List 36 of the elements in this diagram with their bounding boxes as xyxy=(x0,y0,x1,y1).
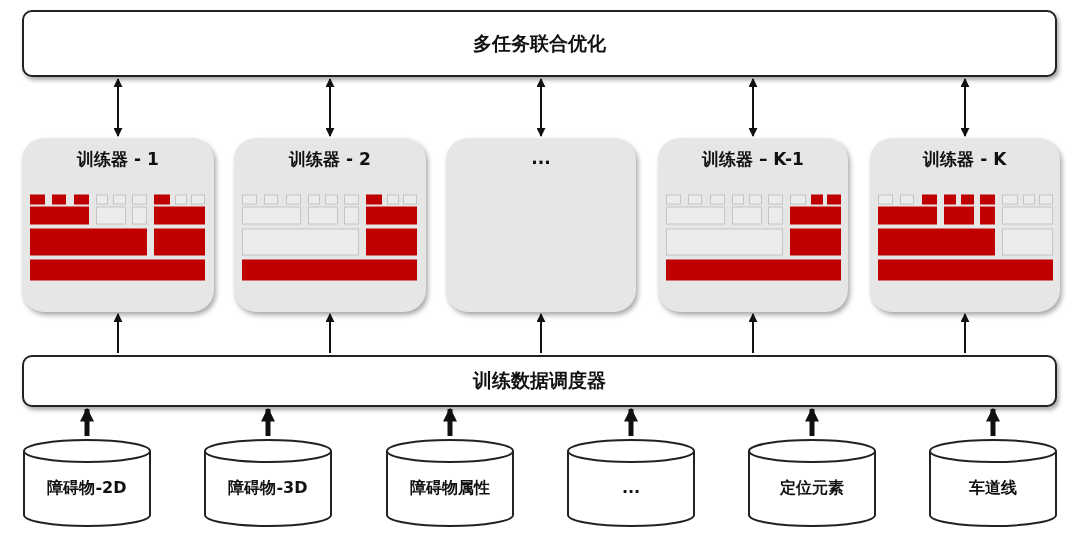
label: 训练器 - K xyxy=(921,148,1008,171)
arrow xyxy=(325,78,335,137)
label: 训练器 - 1 xyxy=(75,148,160,171)
label: 障碍物-2D xyxy=(46,478,128,499)
arrow xyxy=(748,78,758,137)
arrow xyxy=(960,78,970,137)
label: 定位元素 xyxy=(779,478,845,499)
label: 障碍物属性 xyxy=(409,478,491,499)
trainer-card xyxy=(234,138,426,312)
trainer-card xyxy=(658,138,848,312)
arrow xyxy=(113,78,123,137)
label: ... xyxy=(530,148,552,168)
arrow xyxy=(986,407,1000,436)
label: 车道线 xyxy=(968,478,1018,499)
arrow xyxy=(536,313,546,354)
heading: 训练数据调度器 xyxy=(473,368,606,393)
arrow xyxy=(536,78,546,137)
label: 训练器 - 2 xyxy=(287,148,372,171)
process-bar xyxy=(22,10,1057,77)
heading: 多任务联合优化 xyxy=(473,30,606,56)
arrow xyxy=(960,313,970,354)
arrow xyxy=(443,407,457,436)
arrow xyxy=(113,313,123,354)
label: ... xyxy=(620,478,642,497)
arrow xyxy=(261,407,275,436)
arrow xyxy=(805,407,819,436)
trainer-card xyxy=(22,138,214,312)
trainer-card xyxy=(870,138,1060,312)
label: 训练器 – K-1 xyxy=(700,148,805,171)
process-bar xyxy=(22,355,1057,407)
arrow xyxy=(748,313,758,354)
label: 障碍物-3D xyxy=(227,478,309,499)
arrow xyxy=(80,407,94,436)
arrow xyxy=(325,313,335,354)
trainer-card xyxy=(446,138,636,312)
arrow xyxy=(624,407,638,436)
